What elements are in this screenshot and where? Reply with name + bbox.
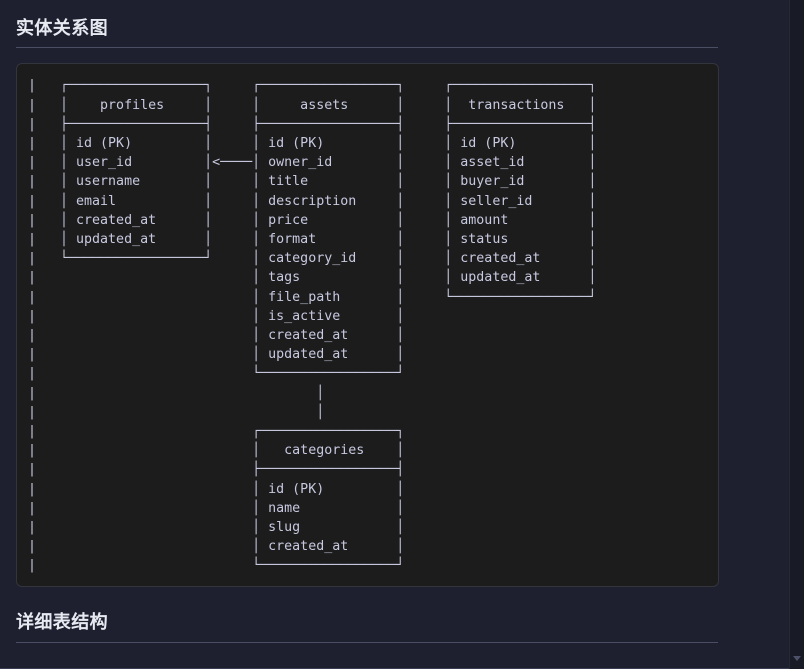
page-title-detailed-table-structure: 详细表结构 (16, 610, 718, 643)
page-title-entity-relationship: 实体关系图 (16, 16, 718, 49)
vertical-scrollbar[interactable] (789, 0, 804, 669)
er-diagram-code-block: | ┌─────────────────┐ ┌─────────────────… (16, 63, 719, 588)
scroll-down-arrow-icon[interactable] (793, 656, 801, 661)
er-diagram-ascii-art: | ┌─────────────────┐ ┌─────────────────… (28, 78, 597, 574)
